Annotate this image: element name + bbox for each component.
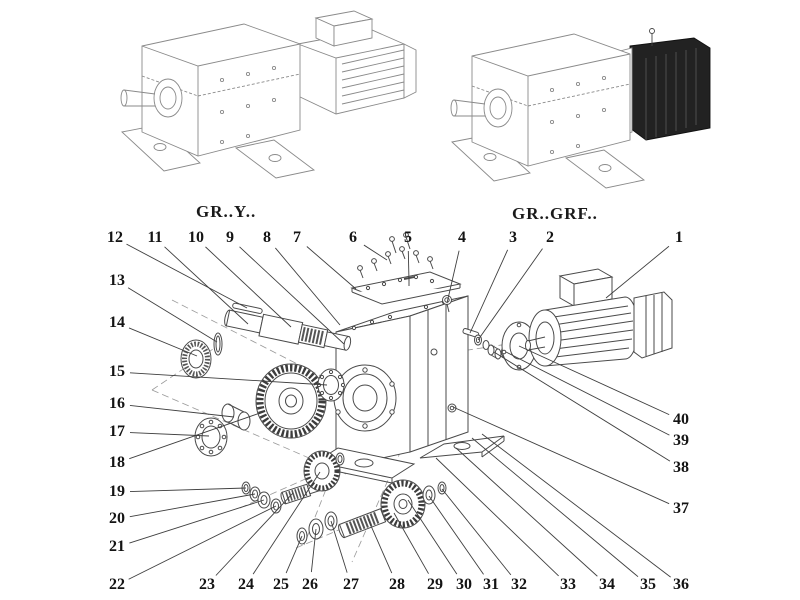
leader-line-33 <box>435 457 559 577</box>
callout-5: 5 <box>404 229 412 246</box>
leader-line-4 <box>446 250 460 304</box>
callout-4: 4 <box>458 229 466 246</box>
leader-line-37 <box>452 406 670 505</box>
leader-line-2 <box>477 248 543 341</box>
callout-36: 36 <box>673 576 689 593</box>
leader-line-29 <box>393 512 429 574</box>
leader-line-5 <box>407 250 410 282</box>
leader-line-35 <box>471 437 639 578</box>
callout-9: 9 <box>226 229 234 246</box>
callout-2: 2 <box>546 229 554 246</box>
callout-39: 39 <box>673 432 689 449</box>
callout-21: 21 <box>109 538 125 555</box>
callout-29: 29 <box>427 576 443 593</box>
callout-13: 13 <box>109 272 125 289</box>
callout-10: 10 <box>188 229 204 246</box>
variant-label-gr-grf: GR..GRF.. <box>512 204 598 223</box>
callout-25: 25 <box>273 576 289 593</box>
callout-8: 8 <box>263 229 271 246</box>
leader-line-14 <box>128 327 198 357</box>
callout-11: 11 <box>147 229 163 246</box>
leader-line-32 <box>441 488 512 576</box>
leader-line-9 <box>239 246 345 345</box>
callout-24: 24 <box>238 576 254 593</box>
callout-1: 1 <box>675 229 683 246</box>
leader-line-6 <box>363 244 388 261</box>
callout-34: 34 <box>599 576 615 593</box>
callout-38: 38 <box>673 459 689 476</box>
overview-drawing-gr-grf <box>450 28 711 189</box>
callout-33: 33 <box>560 576 576 593</box>
variant-label-gr-y: GR..Y.. <box>196 202 257 221</box>
leader-line-23 <box>215 492 294 576</box>
leader-line-39 <box>505 351 670 436</box>
callout-27: 27 <box>343 576 359 593</box>
callout-7: 7 <box>293 229 301 246</box>
callout-28: 28 <box>389 576 405 593</box>
callout-26: 26 <box>302 576 318 593</box>
leader-line-25 <box>285 535 303 574</box>
large-gear <box>255 363 327 439</box>
leader-line-8 <box>275 247 341 326</box>
leader-line-3 <box>469 249 509 334</box>
callout-31: 31 <box>483 576 499 593</box>
leader-line-27 <box>330 520 348 573</box>
leader-line-11 <box>164 246 249 325</box>
leader-line-34 <box>455 447 598 577</box>
callout-19: 19 <box>109 483 125 500</box>
cover-bolts <box>357 232 434 279</box>
callout-6: 6 <box>349 229 357 246</box>
leader-line-18 <box>129 412 261 460</box>
leader-line-15 <box>129 372 328 386</box>
exploded-view <box>126 232 673 580</box>
callout-3: 3 <box>509 229 517 246</box>
leader-lines <box>126 243 671 580</box>
second-shaft-assembly <box>296 479 447 545</box>
leader-line-30 <box>407 499 458 575</box>
leader-line-19 <box>129 487 247 493</box>
callout-37: 37 <box>673 500 689 517</box>
callout-30: 30 <box>456 576 472 593</box>
callout-17: 17 <box>109 423 125 440</box>
eye-bolt <box>442 295 452 313</box>
leader-line-13 <box>127 287 218 343</box>
callout-40: 40 <box>673 411 689 428</box>
leader-line-24 <box>252 471 321 575</box>
leader-line-38 <box>493 351 671 462</box>
leader-line-7 <box>306 246 357 290</box>
leader-line-1 <box>605 245 670 299</box>
leader-line-20 <box>129 493 256 518</box>
callout-32: 32 <box>511 576 527 593</box>
leader-line-12 <box>126 243 248 309</box>
leader-line-10 <box>205 246 292 328</box>
callout-12: 12 <box>107 229 123 246</box>
leader-line-40 <box>518 345 670 416</box>
output-shaft <box>224 302 352 351</box>
motor <box>525 268 673 367</box>
callout-23: 23 <box>199 576 215 593</box>
leader-line-36 <box>481 433 671 578</box>
callout-20: 20 <box>109 510 125 527</box>
leader-line-26 <box>310 528 317 573</box>
overview-drawing-gr-y <box>120 10 417 179</box>
output-shaft-assembly <box>180 302 352 457</box>
callout-15: 15 <box>109 363 125 380</box>
leader-line-28 <box>367 518 393 574</box>
callout-22: 22 <box>109 576 125 593</box>
callout-18: 18 <box>109 454 125 471</box>
top-cover <box>350 271 462 305</box>
callout-14: 14 <box>109 314 125 331</box>
callout-16: 16 <box>109 395 125 412</box>
leader-line-31 <box>428 495 484 575</box>
leader-line-16 <box>129 404 235 418</box>
leader-line-22 <box>128 505 277 580</box>
leader-line-21 <box>129 499 265 544</box>
callout-35: 35 <box>640 576 656 593</box>
